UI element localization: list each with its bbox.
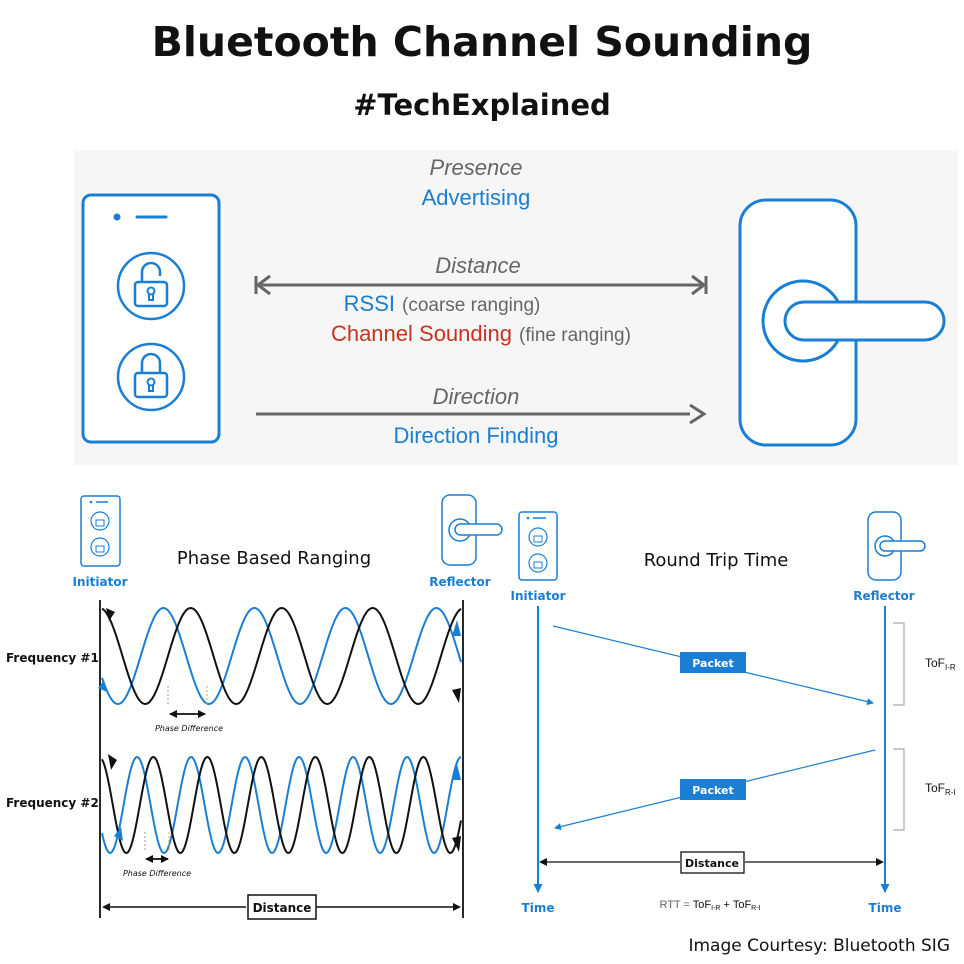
page-title: Bluetooth Channel Sounding [151, 18, 813, 66]
rssi-label: RSSI [344, 291, 395, 316]
rssi-note: (coarse ranging) [402, 295, 540, 316]
direction-arrow [256, 403, 707, 425]
rtt-initiator-label: Initiator [511, 589, 566, 603]
phase-distance-label: Distance [253, 901, 312, 915]
phase-difference-2-label: Phase Difference [123, 869, 191, 878]
door-handle-icon [738, 198, 946, 447]
phase-reflector-label: Reflector [429, 575, 491, 589]
packet-1-label: Packet [692, 657, 733, 670]
frequency-1-blue-wave [101, 607, 462, 706]
frequency-2-label: Frequency #2 [6, 796, 99, 810]
initiator-phone-icon-small [80, 495, 121, 567]
rtt-distance-arrow [539, 851, 884, 874]
tof-ri-bracket [893, 748, 905, 831]
advertising-label: Advertising [422, 185, 531, 210]
phone-icon [81, 193, 221, 444]
page-subtitle: #TechExplained [353, 88, 611, 122]
rtt-initiator-time-label: Time [522, 901, 555, 915]
channel-sounding-label: Channel Sounding [331, 321, 512, 346]
rtt-formula: RTT = ToFI-R + ToFR-I [659, 899, 760, 912]
phase-distance-arrow [102, 894, 461, 920]
image-credit: Image Courtesy: Bluetooth SIG [688, 936, 950, 956]
distance-label: Distance [435, 253, 521, 278]
rtt-reflector-door-icon [867, 511, 926, 581]
reflector-door-icon-small [441, 494, 503, 566]
phase-difference-1-label: Phase Difference [155, 724, 223, 733]
frequency-2-black-wave [101, 755, 462, 855]
presence-label: Presence [430, 155, 523, 180]
round-trip-title: Round Trip Time [644, 550, 789, 571]
rtt-distance-label: Distance [685, 857, 739, 870]
tof-ir-bracket [893, 622, 905, 706]
tof-ir-label: ToFI-R [925, 656, 956, 672]
phase-initiator-label: Initiator [73, 575, 128, 589]
phase-ranging-title: Phase Based Ranging [177, 548, 371, 569]
phase-difference-2-marker [144, 832, 170, 863]
rtt-reflector-time-label: Time [869, 901, 902, 915]
frequency-1-label: Frequency #1 [6, 651, 99, 665]
packet-2-label: Packet [692, 784, 733, 797]
packet-2-box [680, 779, 746, 800]
rtt-initiator-phone-icon [518, 511, 558, 581]
direction-label: Direction [433, 384, 520, 409]
rtt-reflector-label: Reflector [853, 589, 915, 603]
phase-difference-1-marker [167, 686, 208, 718]
wave-end-arrows [98, 608, 461, 852]
packet-1-box [680, 652, 746, 673]
channel-sounding-note: (fine ranging) [519, 325, 631, 346]
direction-finding-label: Direction Finding [393, 423, 558, 448]
frequency-2-blue-wave [101, 755, 462, 855]
tof-ri-label: ToFR-I [925, 781, 956, 797]
frequency-1-black-wave [101, 606, 462, 706]
distance-double-arrow [254, 274, 708, 296]
